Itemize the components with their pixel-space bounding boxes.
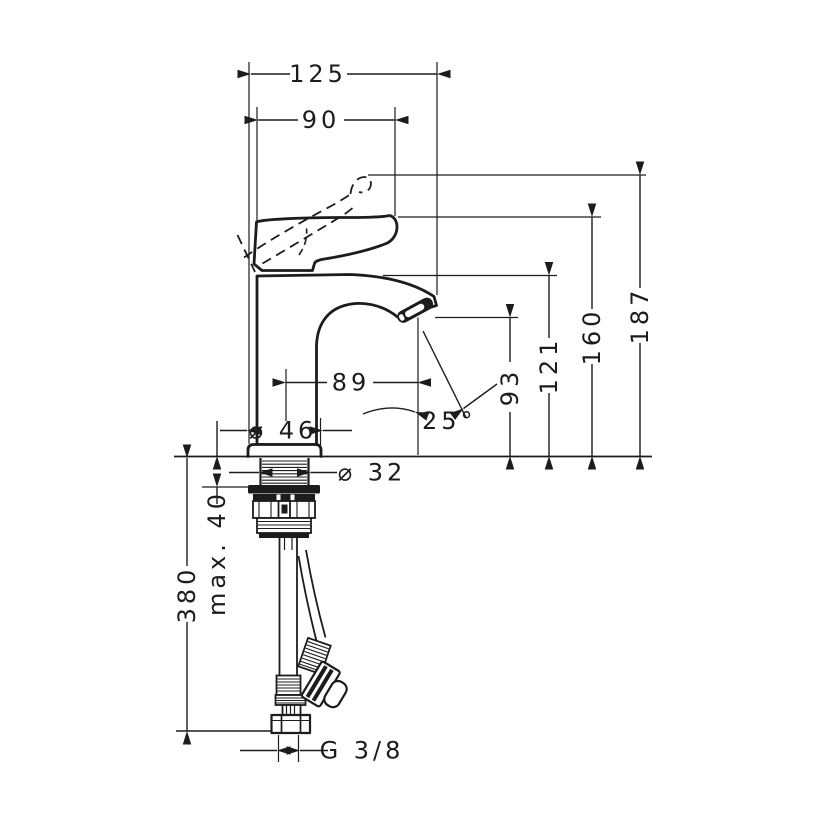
- extension-lines: [176, 62, 646, 762]
- dimension-labels: 125 90 89 25° ⌀ 46 ⌀ 32 G 3/8 93 121 160…: [173, 60, 654, 765]
- dim-label-spout-top-height: 121: [535, 337, 563, 395]
- outlet-angle-slant-line: [422, 330, 467, 418]
- handle-raised-tip-curl: [349, 176, 372, 195]
- dim-label-total-height: 187: [626, 287, 654, 345]
- dim-label-max-mounting-thickness: max. 40: [203, 490, 231, 616]
- washer: [248, 485, 320, 494]
- aerator: [397, 297, 434, 323]
- handle-raised-back-edge: [236, 234, 256, 273]
- handle-lever: [252, 214, 399, 272]
- dim-label-outlet-height: 93: [496, 368, 524, 407]
- supply-hoses-group: [270, 538, 348, 735]
- handle-raised-dashed-group: [236, 176, 372, 273]
- handle-raised-top-edge: [243, 192, 353, 259]
- handle-raised-bottom-edge: [262, 207, 354, 265]
- outlet-angle-leader-left: [362, 407, 430, 421]
- vertical-hose-fitting: [270, 674, 312, 735]
- dim-label-outlet-angle: 25°: [422, 407, 477, 435]
- base-flange: [246, 443, 323, 458]
- outlet-angle-leader-right: [449, 383, 498, 420]
- faucet-body-outline: [255, 273, 438, 446]
- handle-hidden-edge-dashed: [298, 228, 308, 256]
- mounting-nut: [252, 494, 316, 538]
- angled-hose-right-edge: [305, 549, 327, 638]
- dim-label-connection-thread: G 3/8: [320, 737, 405, 765]
- dim-label-base-diameter: ⌀ 46: [249, 417, 318, 445]
- shank-threads: [262, 460, 307, 484]
- mounting-shank-group: [248, 458, 320, 538]
- dim-label-shank-diameter: ⌀ 32: [338, 459, 407, 487]
- angled-hose-end-fitting: [300, 660, 348, 709]
- dim-label-handle-length: 90: [302, 106, 341, 134]
- dim-label-spout-reach: 89: [332, 369, 371, 397]
- dim-label-hose-length: 380: [173, 566, 201, 624]
- label-gaps: [174, 62, 653, 622]
- dim-label-handle-height: 160: [578, 308, 606, 366]
- dim-label-overall-depth: 125: [289, 60, 347, 88]
- angled-hose-left-edge: [297, 555, 318, 642]
- g38-hex-nut: [270, 713, 312, 735]
